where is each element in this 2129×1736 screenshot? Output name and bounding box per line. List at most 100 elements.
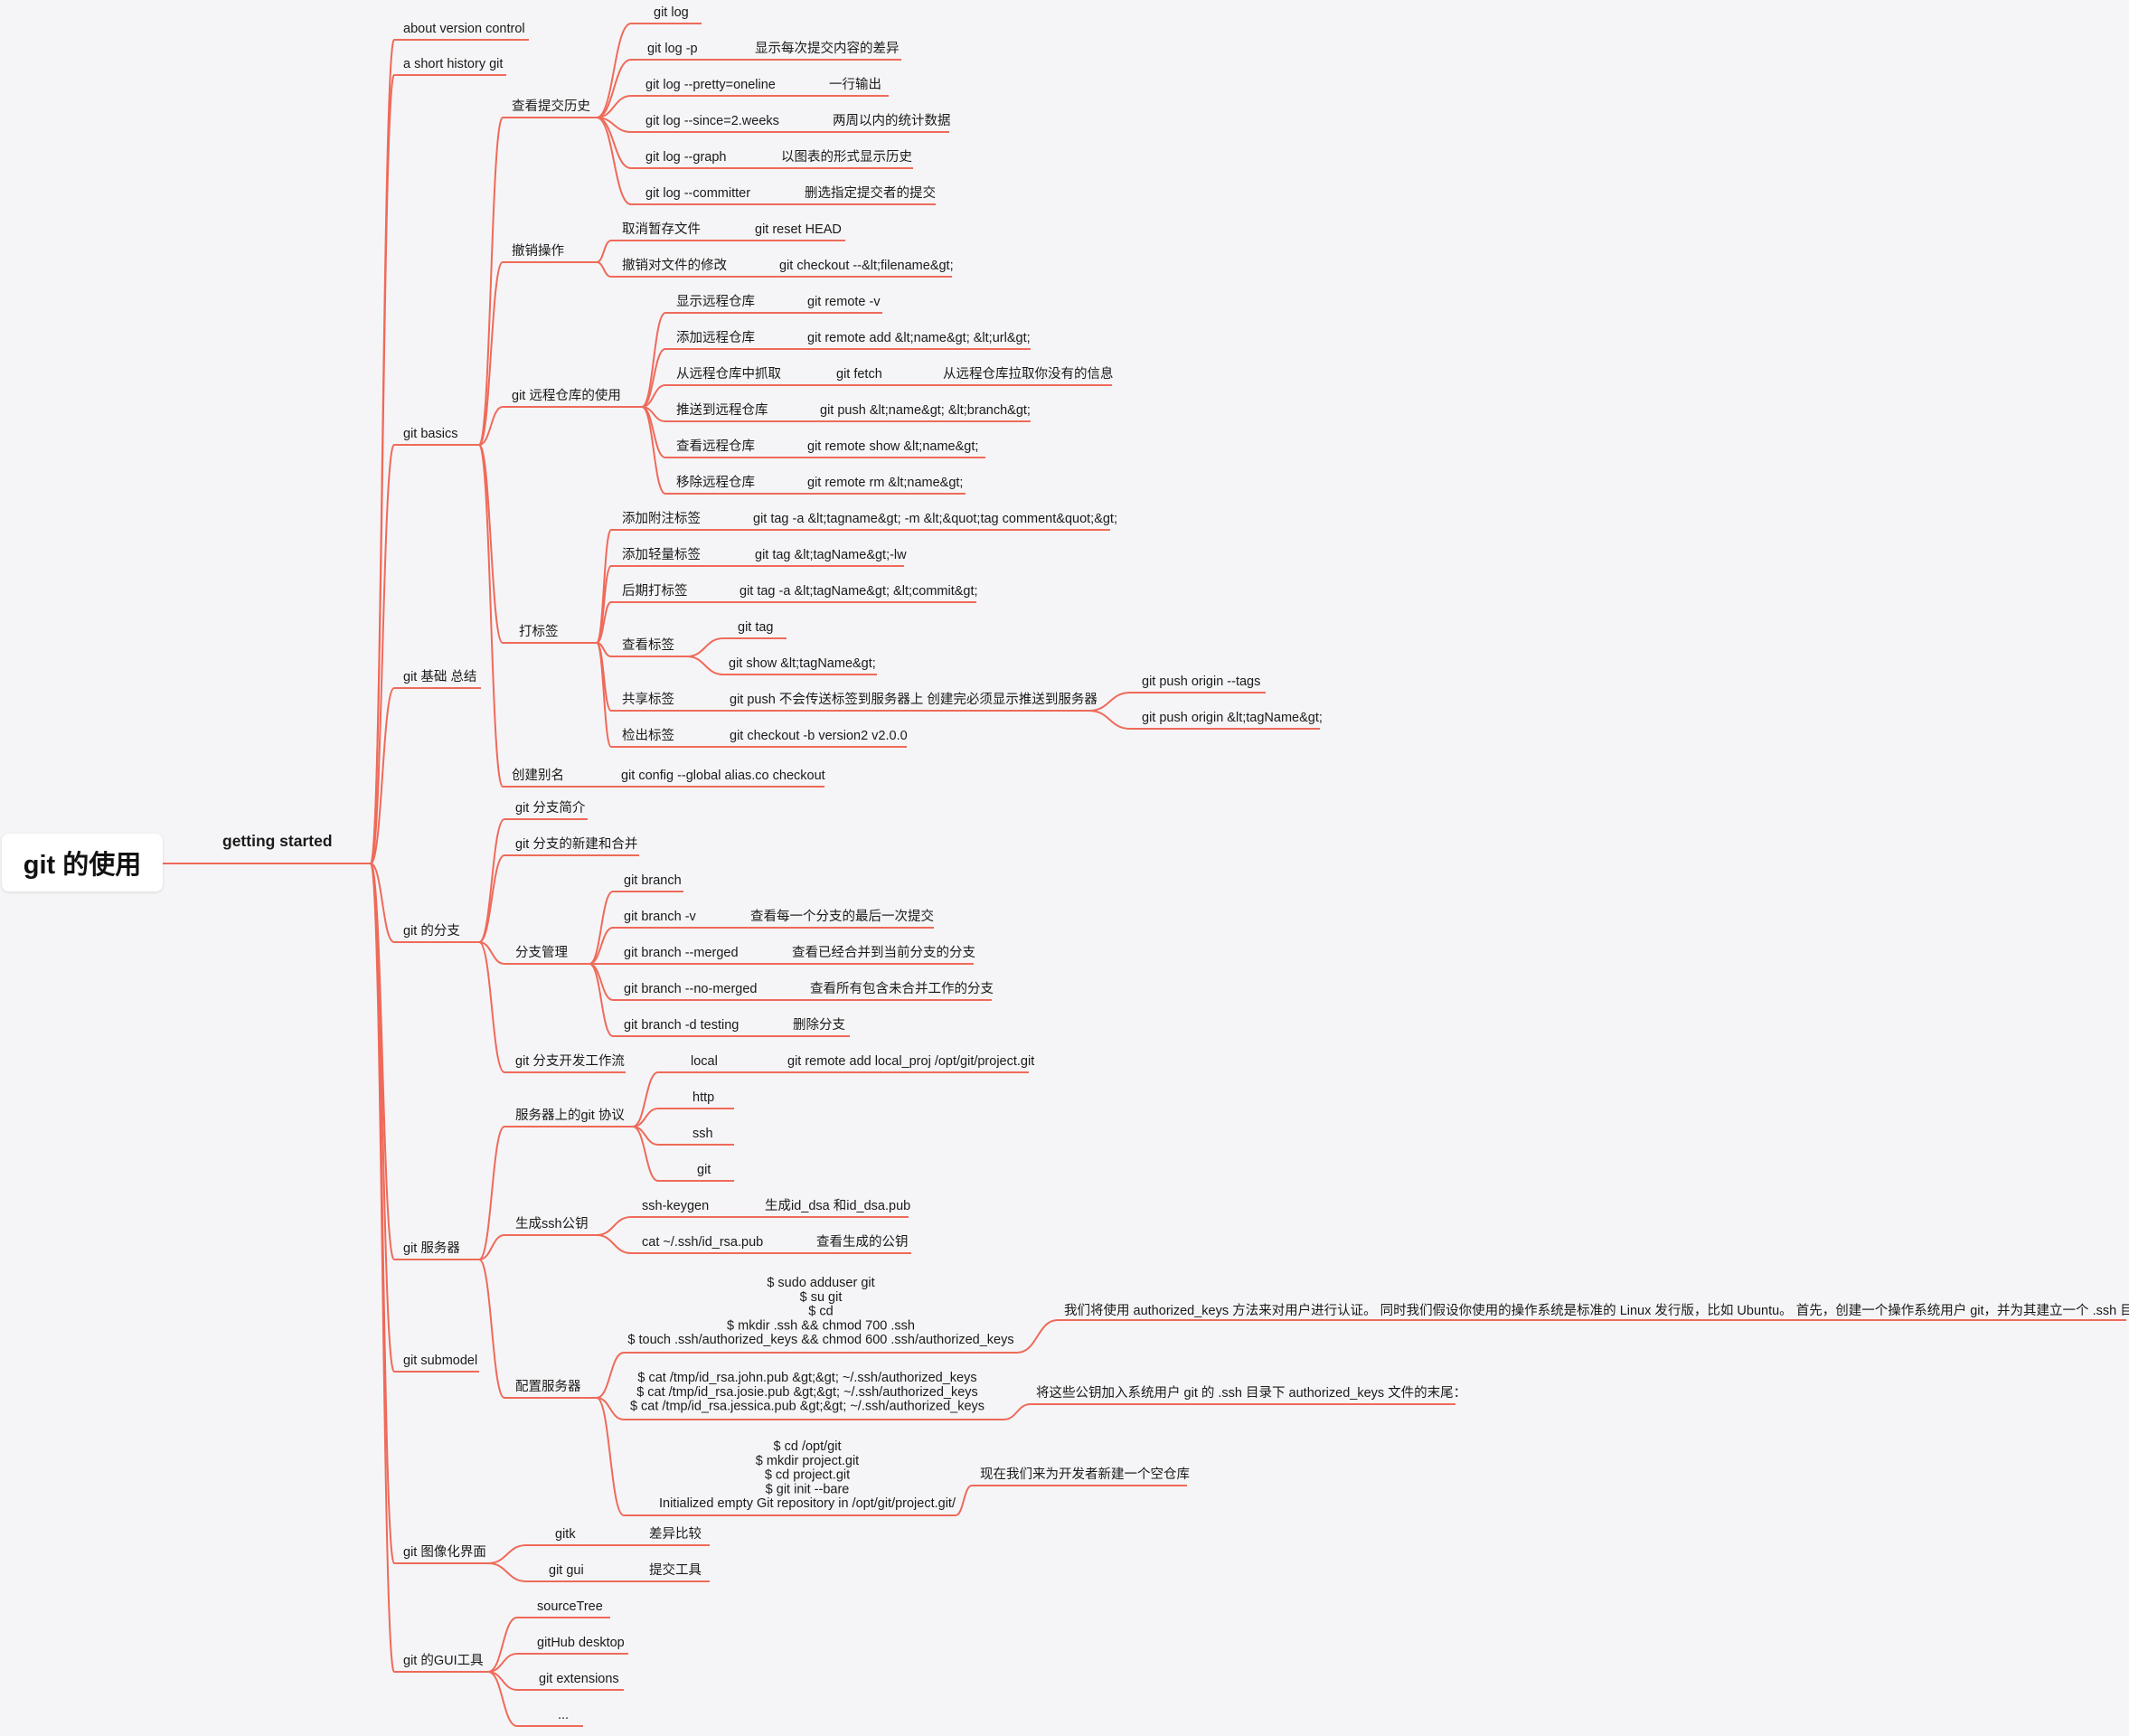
undo-ops[interactable]: 撤销操作 <box>512 243 564 259</box>
config-server[interactable]: 配置服务器 <box>515 1379 581 1394</box>
git-log[interactable]: git log <box>654 5 689 20</box>
remote-fetch-desc[interactable]: git fetch <box>836 367 882 382</box>
p-git[interactable]: git <box>697 1163 711 1177</box>
remote-add[interactable]: 添加远程仓库 <box>676 330 755 345</box>
br-merged[interactable]: git branch --merged <box>624 946 739 960</box>
cfg1-desc[interactable]: 我们将使用 authorized_keys 方法来对用户进行认证。 同时我们假设… <box>1064 1303 2129 1318</box>
tag-view[interactable]: 查看标签 <box>622 637 674 653</box>
remote-list[interactable]: 显示远程仓库 <box>676 294 755 309</box>
p-local[interactable]: local <box>691 1054 718 1069</box>
remote-view-desc[interactable]: git remote show &lt;name&gt; <box>807 439 978 454</box>
remote-push-desc[interactable]: git push &lt;name&gt; &lt;branch&gt; <box>820 403 1031 418</box>
short-history[interactable]: a short history git <box>403 57 503 71</box>
remote-list-desc[interactable]: git remote -v <box>807 295 881 309</box>
br-nomerged[interactable]: git branch --no-merged <box>624 982 758 996</box>
git-log-p-desc[interactable]: 显示每次提交内容的差异 <box>755 40 900 56</box>
br-v-desc[interactable]: 查看每一个分支的最后一次提交 <box>750 908 934 924</box>
revert-mod[interactable]: 撤销对文件的修改 <box>622 258 727 273</box>
git-basics[interactable]: git basics <box>403 427 457 441</box>
branch-mgmt[interactable]: 分支管理 <box>515 945 568 960</box>
git-log-oneline[interactable]: git log --pretty=oneline <box>645 78 776 92</box>
branch-new-merge[interactable]: git 分支的新建和合并 <box>515 836 637 852</box>
remote-push[interactable]: 推送到远程仓库 <box>676 402 768 418</box>
git-log-since[interactable]: git log --since=2.weeks <box>645 114 779 128</box>
p-ssh[interactable]: ssh <box>692 1127 713 1141</box>
tag-view-a[interactable]: git tag <box>738 620 774 635</box>
git-summary[interactable]: git 基础 总结 <box>403 669 476 684</box>
remote-fetch[interactable]: 从远程仓库中抓取 <box>676 366 781 382</box>
br-nomerged-desc[interactable]: 查看所有包含未合并工作的分支 <box>810 981 994 996</box>
br-delete-desc[interactable]: 删除分支 <box>793 1017 845 1033</box>
tag-share-desc[interactable]: git push 不会传送标签到服务器上 创建完必须显示推送到服务器 <box>730 692 1097 707</box>
gitk-connector <box>487 1544 527 1564</box>
remote-rm[interactable]: 移除远程仓库 <box>676 475 755 490</box>
br-delete[interactable]: git branch -d testing <box>624 1018 739 1033</box>
remote-fetch-desc2[interactable]: 从远程仓库拉取你没有的信息 <box>943 366 1114 382</box>
tag-share[interactable]: 共享标签 <box>622 692 674 707</box>
git-log-oneline-desc[interactable]: 一行输出 <box>829 77 881 92</box>
tag-view-b[interactable]: git show &lt;tagName&gt; <box>729 656 876 671</box>
cfg1-commands[interactable]: $ sudo adduser git$ su git$ cd$ mkdir .s… <box>627 1276 1013 1347</box>
gitk-desc[interactable]: 差异比较 <box>649 1525 702 1542</box>
git-log-since-desc[interactable]: 两周以内的统计数据 <box>833 113 951 128</box>
remote-rm-desc[interactable]: git remote rm &lt;name&gt; <box>807 476 963 490</box>
github-desktop[interactable]: gitHub desktop <box>537 1636 625 1650</box>
git-log-committer[interactable]: git log --committer <box>645 186 750 201</box>
tag-share-a[interactable]: git push origin --tags <box>1142 675 1260 689</box>
sourcetree[interactable]: sourceTree <box>537 1599 603 1614</box>
cfg2-commands[interactable]: $ cat /tmp/id_rsa.john.pub &gt;&gt; ~/.s… <box>630 1371 984 1414</box>
child-node[interactable]: getting started <box>222 832 333 850</box>
git-log-graph[interactable]: git log --graph <box>645 150 726 165</box>
git-gui[interactable]: git gui <box>549 1563 584 1578</box>
br-merged-desc[interactable]: 查看已经合并到当前分支的分支 <box>792 945 975 960</box>
git-server[interactable]: git 服务器 <box>403 1241 460 1256</box>
more-tools[interactable]: ... <box>558 1708 569 1722</box>
tag-later-desc[interactable]: git tag -a &lt;tagName&gt; &lt;commit&gt… <box>739 584 978 599</box>
git-log-p[interactable]: git log -p <box>647 42 698 56</box>
about-version-control[interactable]: about version control <box>403 22 525 36</box>
ssh-keygen[interactable]: ssh-keygen <box>642 1199 709 1213</box>
tag-annotated[interactable]: 添加附注标签 <box>622 511 701 526</box>
br-list[interactable]: git branch <box>624 873 682 888</box>
view-history[interactable]: 查看提交历史 <box>512 98 590 114</box>
tag-later[interactable]: 后期打标签 <box>622 583 688 599</box>
git-submodel[interactable]: git submodel <box>403 1354 477 1368</box>
tag-share-b[interactable]: git push origin &lt;tagName&gt; <box>1142 711 1323 725</box>
git-gui-image[interactable]: git 图像化界面 <box>403 1544 486 1560</box>
ssh-keygen-desc[interactable]: 生成id_dsa 和id_dsa.pub <box>765 1198 910 1213</box>
cfg2-desc[interactable]: 将这些公钥加入系统用户 git 的 .ssh 目录下 authorized_ke… <box>1036 1385 1466 1401</box>
cat-pub-desc[interactable]: 查看生成的公钥 <box>816 1234 909 1250</box>
unstage[interactable]: 取消暂存文件 <box>622 222 701 237</box>
cat-pub[interactable]: cat ~/.ssh/id_rsa.pub <box>642 1235 763 1250</box>
p-local-desc[interactable]: git remote add local_proj /opt/git/proje… <box>787 1054 1034 1069</box>
git-branch[interactable]: git 的分支 <box>403 923 460 939</box>
branch-intro[interactable]: git 分支简介 <box>515 800 586 816</box>
tagging[interactable]: 打标签 <box>519 624 559 639</box>
p-http[interactable]: http <box>692 1090 714 1105</box>
git-gui-desc[interactable]: 提交工具 <box>649 1561 702 1578</box>
remote-view[interactable]: 查看远程仓库 <box>676 439 755 454</box>
cfg3-desc[interactable]: 现在我们来为开发者新建一个空仓库 <box>980 1467 1190 1482</box>
git-log-graph-desc[interactable]: 以图表的形式显示历史 <box>781 149 912 165</box>
tag-checkout-desc[interactable]: git checkout -b version2 v2.0.0 <box>730 729 908 743</box>
br-v[interactable]: git branch -v <box>624 910 697 924</box>
tag-lightweight[interactable]: 添加轻量标签 <box>622 547 701 562</box>
protocols[interactable]: 服务器上的git 协议 <box>515 1108 625 1123</box>
remote-use[interactable]: git 远程仓库的使用 <box>512 388 621 403</box>
gitk[interactable]: gitk <box>555 1527 576 1542</box>
unstage-desc[interactable]: git reset HEAD <box>755 222 842 237</box>
create-alias[interactable]: 创建别名 <box>512 768 564 783</box>
ssh-key[interactable]: 生成ssh公钥 <box>515 1216 589 1231</box>
branch-flow[interactable]: git 分支开发工作流 <box>515 1053 625 1069</box>
cfg3-commands[interactable]: $ cd /opt/git$ mkdir project.git$ cd pro… <box>659 1439 956 1511</box>
git-extensions[interactable]: git extensions <box>539 1672 619 1686</box>
alias-desc[interactable]: git config --global alias.co checkout <box>621 769 825 783</box>
git-log-committer-desc[interactable]: 删选指定提交者的提交 <box>805 184 936 201</box>
revert-mod-desc[interactable]: git checkout --&lt;filename&gt; <box>779 259 954 273</box>
root-node[interactable]: git 的使用 <box>2 834 163 892</box>
tag-lightweight-desc[interactable]: git tag &lt;tagName&gt;-lw <box>755 548 907 562</box>
tag-checkout[interactable]: 检出标签 <box>622 728 674 743</box>
tag-annotated-desc[interactable]: git tag -a &lt;tagname&gt; -m &lt;&quot;… <box>753 512 1117 526</box>
git-gui-tools[interactable]: git 的GUI工具 <box>403 1653 484 1668</box>
remote-add-desc[interactable]: git remote add &lt;name&gt; &lt;url&gt; <box>807 331 1031 345</box>
